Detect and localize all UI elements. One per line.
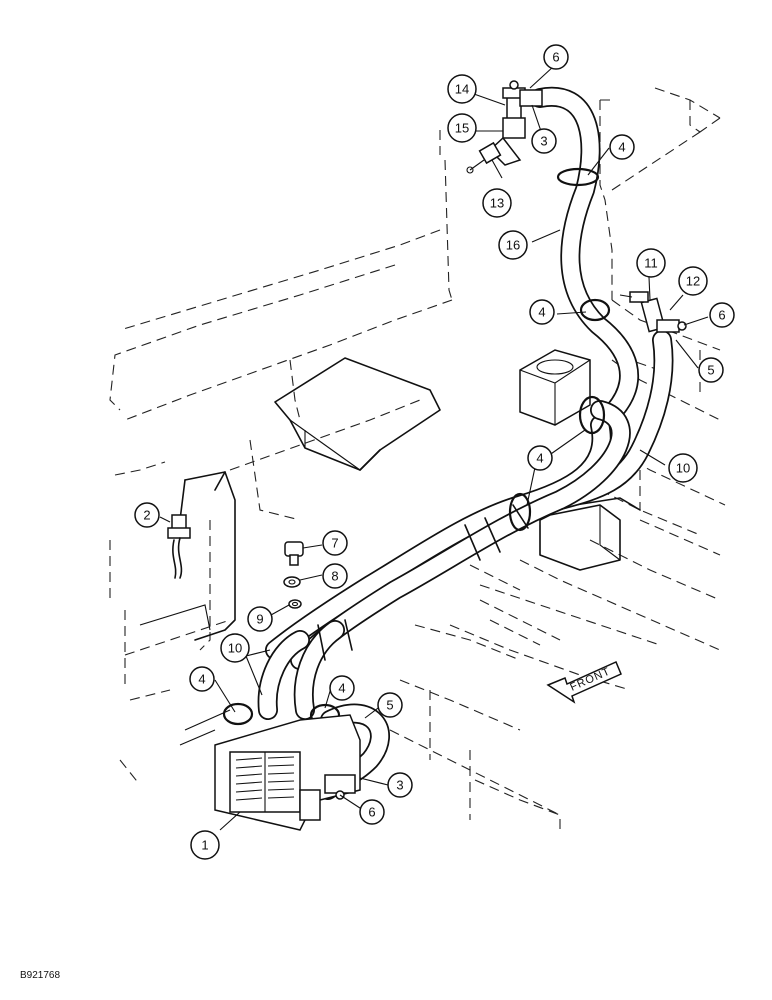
hose-16 (530, 86, 640, 420)
document-id: B921768 (20, 970, 60, 981)
heater-core-1 (179, 709, 361, 831)
callout-label: 16 (506, 238, 520, 253)
callout-4-center: 4 (527, 445, 553, 471)
callout-label: 4 (338, 681, 345, 696)
callout-label: 4 (538, 305, 545, 320)
callout-13: 13 (482, 188, 512, 218)
callout-label: 15 (455, 121, 469, 136)
callout-label: 5 (707, 363, 714, 378)
callout-5-left: 5 (377, 692, 403, 718)
callout-label: 3 (396, 778, 403, 793)
callout-7: 7 (322, 530, 348, 556)
hose-10-left (257, 620, 345, 720)
callout-label: 5 (386, 698, 393, 713)
pressure-switch-2 (167, 514, 191, 579)
callout-11: 11 (636, 248, 666, 278)
callout-3-top: 3 (531, 128, 557, 154)
callout-label: 4 (198, 672, 205, 687)
callout-label: 6 (368, 805, 375, 820)
callout-16: 16 (498, 230, 528, 260)
leader-lines (159, 65, 709, 831)
frame-outline (139, 471, 641, 641)
callout-4-mid: 4 (529, 299, 555, 325)
callout-1: 1 (190, 830, 220, 860)
hardware-7-8-9 (283, 541, 304, 609)
callouts: 1 2 3 3 4 4 4 4 4 5 5 6 6 6 7 8 9 10 10 … (134, 44, 735, 860)
callout-4-low: 4 (329, 675, 355, 701)
callout-label: 14 (455, 82, 469, 97)
callout-label: 6 (552, 50, 559, 65)
hose-10-main-pair (265, 400, 631, 670)
hose-clamps (222, 167, 611, 727)
callout-6-top: 6 (543, 44, 569, 70)
callout-label: 8 (331, 569, 338, 584)
callout-label: 11 (644, 256, 658, 271)
valve-14-15-13 (466, 80, 543, 174)
callout-6-bottom: 6 (359, 799, 385, 825)
callout-9: 9 (247, 606, 273, 632)
callout-label: 13 (490, 196, 504, 211)
callout-10-left: 10 (220, 633, 250, 663)
valve-11-12 (619, 291, 687, 333)
machine-frame (109, 87, 726, 835)
hose-sleeves (317, 504, 529, 661)
callout-6-right: 6 (709, 302, 735, 328)
callout-12: 12 (678, 266, 708, 296)
callout-4-top: 4 (609, 134, 635, 160)
callout-label: 9 (256, 612, 263, 627)
callout-label: 12 (686, 274, 700, 289)
callout-15: 15 (447, 113, 477, 143)
callout-label: 1 (201, 838, 208, 853)
callout-label: 10 (228, 641, 242, 656)
callout-label: 7 (331, 536, 338, 551)
center-plate (274, 357, 441, 471)
callout-5-right: 5 (698, 357, 724, 383)
callout-label: 3 (540, 134, 547, 149)
callout-14: 14 (447, 74, 477, 104)
callout-3-bottom: 3 (387, 772, 413, 798)
callout-label: 10 (676, 461, 690, 476)
callout-10-right: 10 (668, 453, 698, 483)
callout-8: 8 (322, 563, 348, 589)
callout-label: 4 (536, 451, 543, 466)
callout-2: 2 (134, 502, 160, 528)
callout-label: 4 (618, 140, 625, 155)
callout-label: 6 (718, 308, 725, 323)
callout-label: 2 (143, 508, 150, 523)
callout-4-left: 4 (189, 666, 215, 692)
reservoir-box (519, 349, 591, 426)
